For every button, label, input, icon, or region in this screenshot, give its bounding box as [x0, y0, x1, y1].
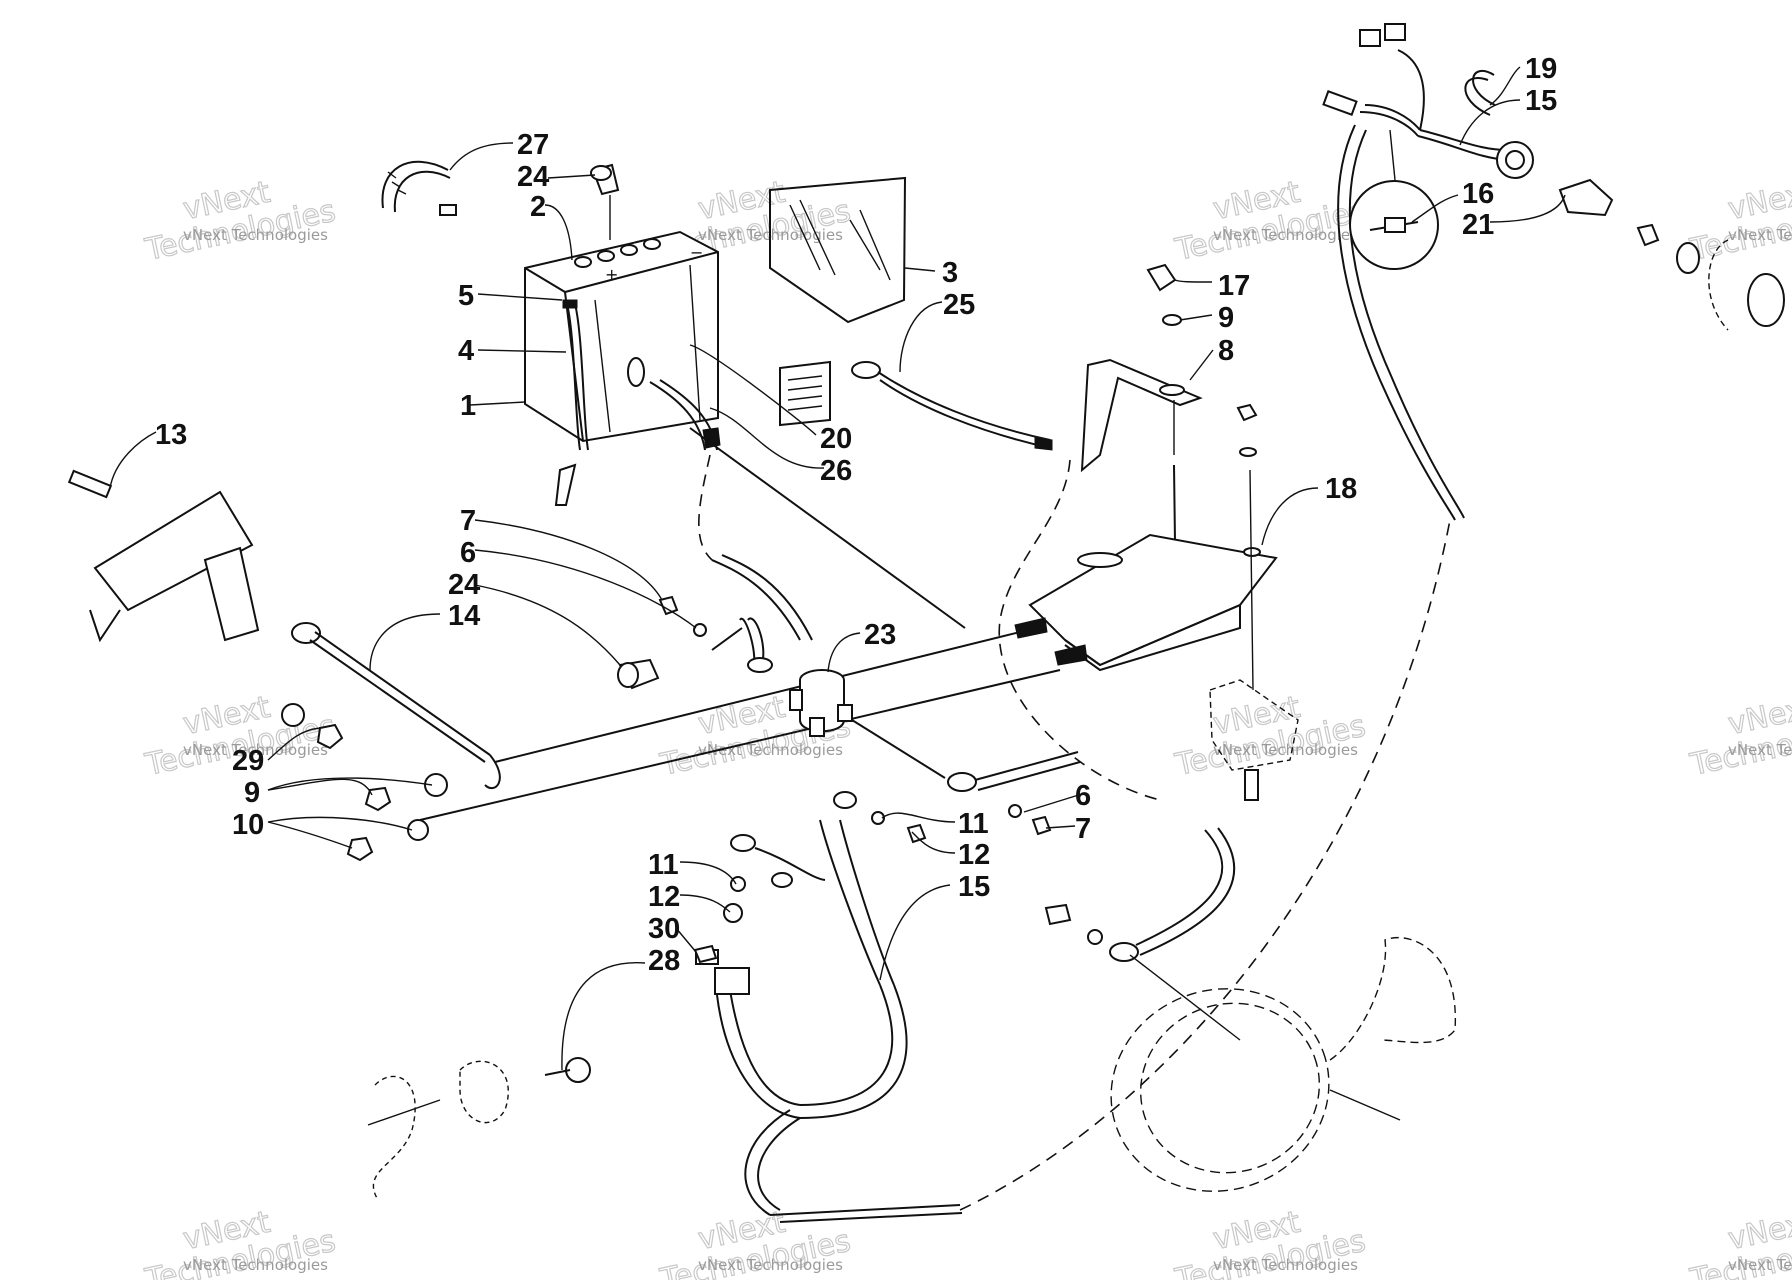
callout-3: 3	[942, 257, 958, 289]
callout-27: 27	[517, 129, 549, 161]
frame-bracket-part	[67, 469, 260, 643]
callout-10: 10	[232, 809, 264, 841]
callout-8: 8	[1218, 335, 1234, 367]
callout-15-lower: 15	[958, 871, 990, 903]
watermark-small: vNext Technologies	[1728, 226, 1792, 244]
callout-29: 29	[232, 745, 264, 777]
callout-21: 21	[1462, 209, 1494, 241]
callout-11-upper: 11	[958, 808, 989, 840]
left-hardware-group	[281, 703, 448, 862]
starter-solenoid-part	[789, 669, 853, 737]
solenoid-lead-right	[851, 719, 1081, 836]
callout-labels: 27 24 2 5 4 1 3 25 20 26 13 7 6 24 14 23…	[155, 53, 1557, 977]
leader-lines	[109, 66, 1566, 1071]
watermark-small: vNext Technologies	[1213, 741, 1358, 759]
callout-25: 25	[943, 289, 975, 321]
callout-9-right: 9	[1218, 302, 1234, 334]
tray-nut-part	[1236, 403, 1258, 691]
headlight-ground-cable	[1044, 827, 1241, 1041]
positive-cable-part	[627, 357, 813, 641]
callout-13: 13	[155, 419, 187, 451]
callout-4: 4	[458, 335, 474, 367]
grommet-part	[367, 1057, 591, 1201]
watermark-small: vNext Technologies	[1728, 1256, 1792, 1274]
callout-23: 23	[864, 619, 896, 651]
battery-part: + −	[524, 230, 719, 506]
callout-12-lower: 12	[648, 881, 680, 913]
battery-cell-caps	[574, 238, 661, 268]
watermark-small: vNext Technologies	[1213, 1256, 1358, 1274]
callout-1: 1	[460, 390, 476, 422]
callout-14: 14	[448, 600, 480, 632]
battery-strap-part	[381, 160, 457, 216]
mounting-bracket-part	[1080, 358, 1203, 473]
callout-30: 30	[648, 913, 680, 945]
solenoid-lead-upper	[711, 617, 773, 673]
right-harness-part	[1322, 23, 1785, 521]
callout-6-upper: 6	[460, 537, 476, 569]
battery-cable-part	[851, 361, 1053, 451]
battery-tray-part	[1028, 533, 1278, 672]
callout-17: 17	[1218, 270, 1250, 302]
decal-part	[779, 360, 831, 427]
watermark-small: vNext Technologies	[183, 1256, 328, 1274]
watermark-small: vNext Technologies	[1728, 741, 1792, 759]
watermark-small: vNext Technologies	[183, 741, 328, 759]
cover-plate-part	[769, 176, 907, 324]
exploded-assembly-drawing: + −	[67, 23, 1785, 1223]
callout-19: 19	[1525, 53, 1557, 85]
wing-nut-part	[1146, 263, 1182, 326]
callout-15-upper: 15	[1525, 85, 1557, 117]
callout-7-right: 7	[1075, 813, 1091, 845]
lower-mount-part	[1209, 679, 1299, 801]
headlight-ring-part	[1110, 936, 1456, 1192]
callout-26: 26	[820, 455, 852, 487]
tray-strap	[689, 427, 966, 629]
clip-part	[693, 944, 718, 964]
callout-18: 18	[1325, 473, 1357, 505]
ground-terminal-part	[723, 811, 927, 923]
callout-12-upper: 12	[958, 839, 990, 871]
long-rod-2	[419, 669, 1061, 821]
upper-nut-part	[658, 595, 707, 637]
svg-text:−: −	[690, 243, 703, 262]
solenoid-cap-part	[617, 658, 660, 690]
rod-threads	[1014, 617, 1088, 666]
watermark-small: vNext Technologies	[183, 226, 328, 244]
callout-24-lower: 24	[448, 569, 480, 601]
rod-part	[291, 622, 501, 790]
callout-7-upper: 7	[460, 505, 476, 537]
watermark-small: vNext Technologies	[1213, 226, 1358, 244]
callout-28: 28	[648, 945, 680, 977]
callout-20: 20	[820, 423, 852, 455]
terminal-cap-part	[590, 163, 620, 240]
callout-5: 5	[458, 280, 474, 312]
callout-16: 16	[1462, 178, 1494, 210]
callout-9-left: 9	[244, 777, 260, 809]
main-wiring-harness-part	[695, 791, 963, 1223]
callout-2: 2	[530, 191, 546, 223]
watermark-small: vNext Technologies	[698, 1256, 843, 1274]
callout-24-top: 24	[517, 161, 549, 193]
svg-text:+: +	[605, 265, 618, 284]
callout-6-right: 6	[1075, 780, 1091, 812]
long-rod-1	[494, 631, 1021, 763]
callout-11-lower: 11	[648, 849, 679, 881]
dashed-routes	[959, 459, 1451, 1211]
